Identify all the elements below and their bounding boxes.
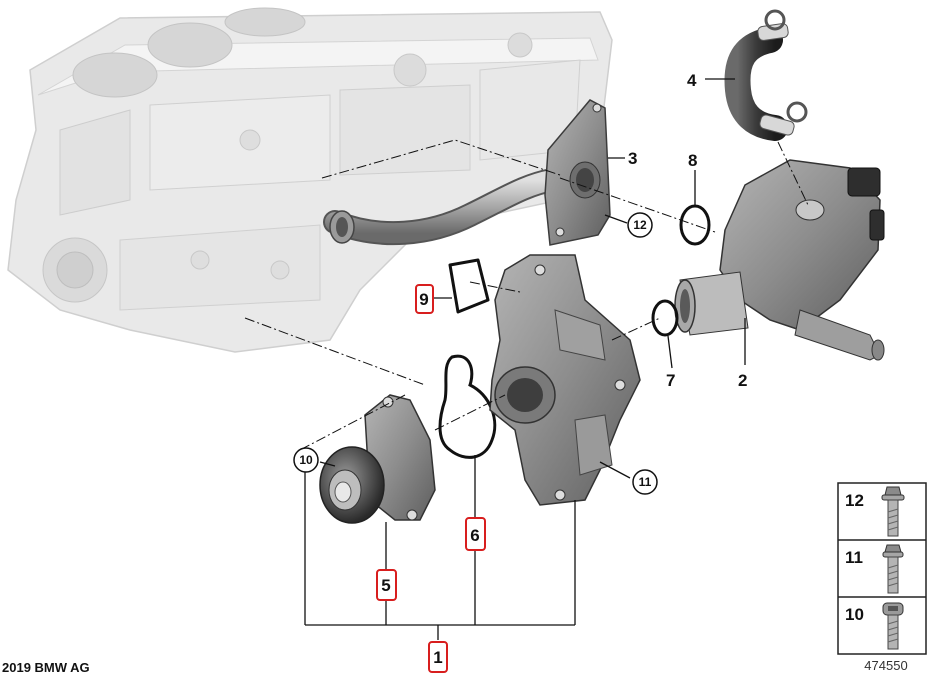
part-label-2: 2 — [738, 371, 747, 390]
hose-part-4 — [724, 9, 808, 141]
bolt-11-icon — [882, 544, 904, 594]
legend-label-11: 11 — [845, 548, 863, 567]
water-pump-part-5 — [319, 394, 436, 524]
part-label-5: 5 — [381, 576, 390, 595]
highlight-box-9 — [415, 284, 434, 314]
bolt-legend: 12 11 10 — [837, 482, 927, 655]
highlight-box-6 — [465, 517, 486, 551]
part-label-10: 10 — [299, 453, 313, 467]
o-ring-part-7 — [651, 299, 679, 337]
part-label-7: 7 — [666, 371, 675, 390]
part-label-8: 8 — [688, 151, 697, 170]
bolt-12-icon — [881, 486, 905, 537]
highlight-box-1 — [428, 641, 448, 673]
legend-label-10: 10 — [845, 605, 864, 624]
gasket-part-6 — [438, 354, 497, 459]
part-label-6: 6 — [470, 526, 479, 545]
leader-lines — [304, 78, 746, 640]
thermostat-housing-part-2 — [674, 159, 885, 361]
o-ring-part-8 — [679, 204, 711, 246]
assembly-lines — [244, 139, 809, 451]
part-label-11: 11 — [639, 475, 652, 489]
part-label-4: 4 — [687, 71, 697, 90]
reference-number: 474550 — [864, 658, 907, 673]
bolt-10-icon — [882, 602, 904, 650]
coolant-pipe-part-3 — [323, 99, 611, 246]
part-circle-10 — [293, 447, 319, 473]
water-pump-housing — [489, 254, 641, 506]
part-label-1: 1 — [433, 648, 442, 667]
engine-block — [7, 7, 613, 353]
legend-label-12: 12 — [845, 491, 864, 510]
gasket-part-9 — [448, 258, 490, 314]
part-circle-11 — [632, 469, 658, 495]
copyright-text: 2019 BMW AG — [2, 660, 90, 675]
part-label-9: 9 — [419, 290, 428, 309]
highlight-box-5 — [376, 569, 397, 601]
part-label-3: 3 — [628, 149, 637, 168]
part-circle-12 — [627, 212, 653, 238]
part-label-12: 12 — [633, 218, 647, 232]
